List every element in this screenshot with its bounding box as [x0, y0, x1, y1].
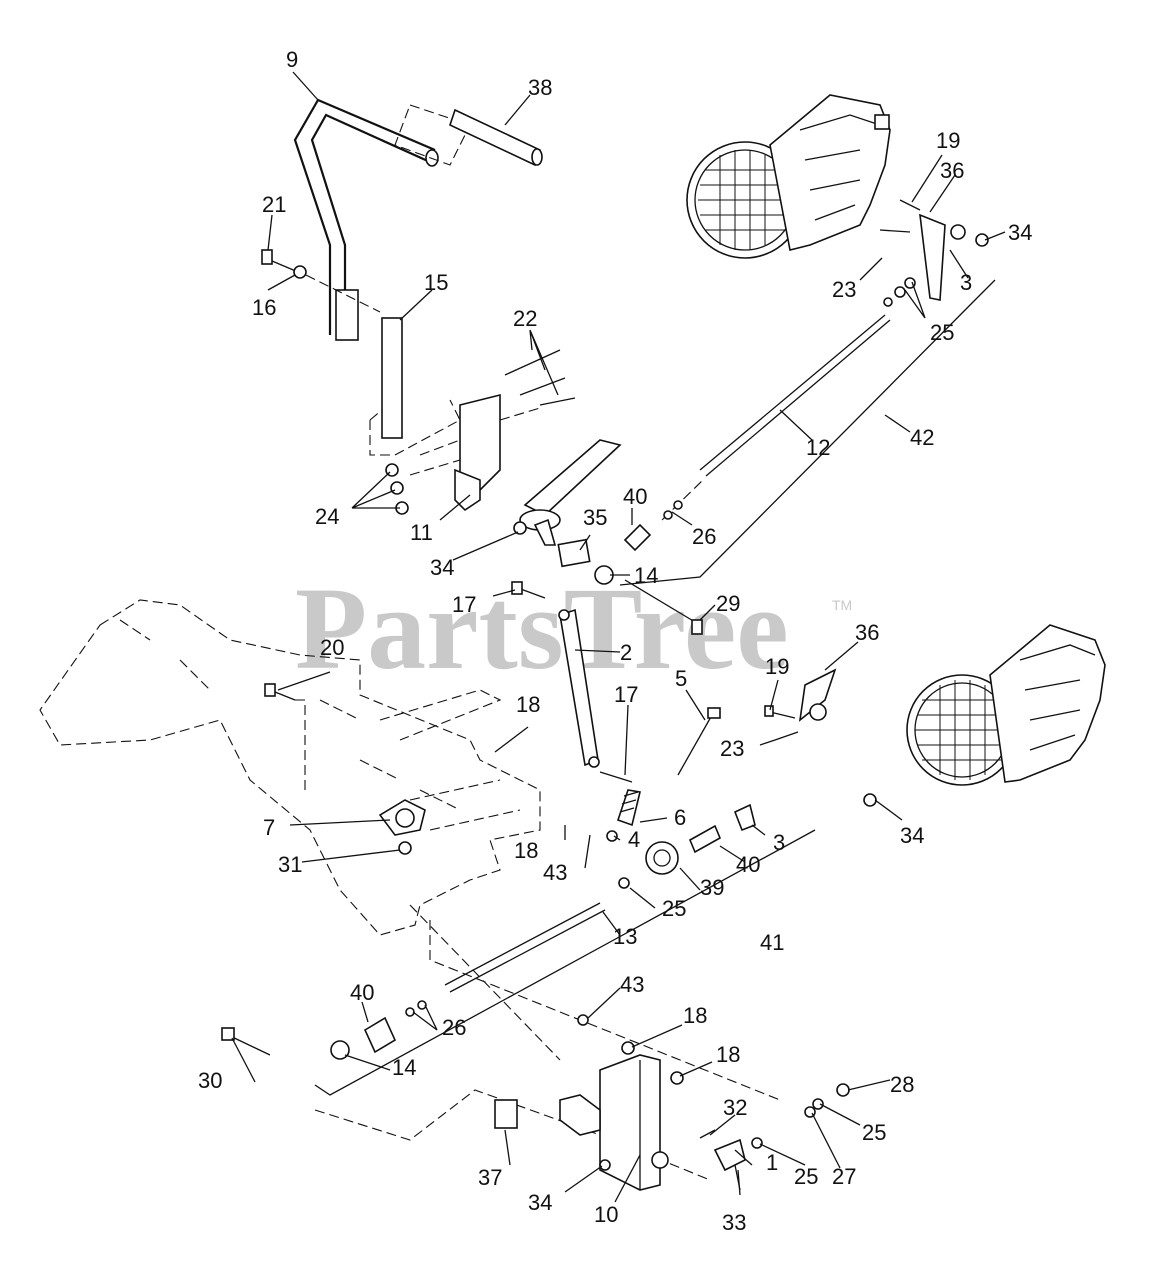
callout-14a: 14	[634, 563, 658, 588]
damper-2	[558, 608, 600, 768]
callout-37: 37	[478, 1165, 502, 1190]
callout-35: 35	[583, 505, 607, 530]
hydro-pump-upper	[686, 94, 891, 259]
bolts-17	[511, 581, 633, 783]
bolt-21	[261, 249, 381, 313]
callout-15: 15	[424, 270, 448, 295]
callout-24: 24	[315, 504, 339, 529]
mount-plate-11	[409, 349, 576, 512]
callout-39: 39	[700, 875, 724, 900]
leader-41	[314, 829, 816, 1096]
callout-20: 20	[320, 635, 344, 660]
hydro-pump-lower	[906, 624, 1106, 786]
callout-31: 31	[278, 852, 302, 877]
callout-29: 29	[716, 591, 740, 616]
callout-4: 4	[628, 827, 640, 852]
leader-42	[619, 279, 996, 586]
leader-lines	[231, 71, 1006, 1203]
spring-6	[616, 789, 641, 827]
lower-linkage	[221, 1000, 427, 1060]
callout-34b: 34	[1008, 220, 1032, 245]
callout-26b: 26	[442, 1015, 466, 1040]
callout-11: 11	[410, 520, 433, 545]
bracket-15	[369, 317, 461, 456]
callout-32: 32	[723, 1095, 747, 1120]
callout-labels: 9 38 21 16 15 22 24 11 34 35 40 26 14 12…	[198, 47, 1032, 1235]
callout-34d: 34	[528, 1190, 552, 1215]
callout-38: 38	[528, 75, 552, 100]
bolt-29	[624, 579, 703, 635]
rod-13	[444, 877, 630, 993]
pin-hardware	[699, 1083, 850, 1191]
pivot-bracket-36-lower	[764, 668, 837, 741]
callout-25d: 25	[794, 1164, 818, 1189]
callout-14b: 14	[392, 1055, 416, 1080]
spring-40-mid	[688, 793, 877, 854]
control-lever	[293, 98, 439, 341]
nuts-24	[385, 463, 409, 515]
callout-40c: 40	[350, 980, 374, 1005]
callout-17a: 17	[452, 592, 476, 617]
callout-10: 10	[594, 1202, 618, 1227]
callout-34a: 34	[430, 555, 454, 580]
callout-2: 2	[620, 640, 632, 665]
watermark: PartsTree	[295, 563, 789, 694]
callout-3b: 3	[773, 830, 785, 855]
watermark-tm: TM	[832, 597, 852, 613]
spacer-37	[494, 1099, 518, 1129]
callout-12: 12	[806, 435, 830, 460]
callout-13: 13	[613, 924, 637, 949]
callout-18a: 18	[516, 692, 540, 717]
callout-3a: 3	[960, 270, 972, 295]
callout-28: 28	[890, 1072, 914, 1097]
callout-42: 42	[910, 425, 934, 450]
callout-5: 5	[675, 666, 687, 691]
callout-33: 33	[722, 1210, 746, 1235]
pivot-arm	[519, 439, 622, 546]
callout-40b: 40	[736, 852, 760, 877]
callout-27: 27	[832, 1164, 856, 1189]
callout-36b: 36	[855, 620, 879, 645]
rod-12	[661, 314, 891, 521]
callout-43a: 43	[543, 860, 567, 885]
pivot-bracket-36-upper	[879, 199, 989, 307]
callout-16: 16	[252, 295, 276, 320]
knob-39	[645, 841, 679, 875]
callout-43b: 43	[620, 972, 644, 997]
callout-1: 1	[766, 1150, 778, 1175]
callout-9: 9	[286, 47, 298, 72]
callout-30: 30	[198, 1068, 222, 1093]
bolt-5	[606, 707, 721, 842]
callout-41: 41	[760, 930, 784, 955]
callout-18d: 18	[716, 1042, 740, 1067]
callout-22: 22	[513, 306, 537, 331]
callout-26a: 26	[692, 524, 716, 549]
callout-25b: 25	[662, 896, 686, 921]
callout-7: 7	[263, 815, 275, 840]
callout-40a: 40	[623, 484, 647, 509]
bracket-10	[559, 1014, 684, 1191]
lever-grip	[394, 104, 543, 167]
callout-18c: 18	[683, 1003, 707, 1028]
bolt-20	[264, 683, 306, 790]
callout-25a: 25	[930, 320, 954, 345]
callout-23b: 23	[720, 736, 744, 761]
callout-18b: 18	[514, 838, 538, 863]
flange-bearing-7	[378, 799, 426, 855]
callout-19a: 19	[936, 128, 960, 153]
callout-34c: 34	[900, 823, 924, 848]
callout-21: 21	[262, 192, 286, 217]
callout-19b: 19	[765, 654, 789, 679]
callout-6: 6	[674, 805, 686, 830]
callout-23a: 23	[832, 277, 856, 302]
callout-25c: 25	[862, 1120, 886, 1145]
callout-36a: 36	[940, 158, 964, 183]
upper-linkage-parts	[513, 500, 683, 585]
frame-outline	[39, 599, 541, 936]
callout-17b: 17	[614, 682, 638, 707]
